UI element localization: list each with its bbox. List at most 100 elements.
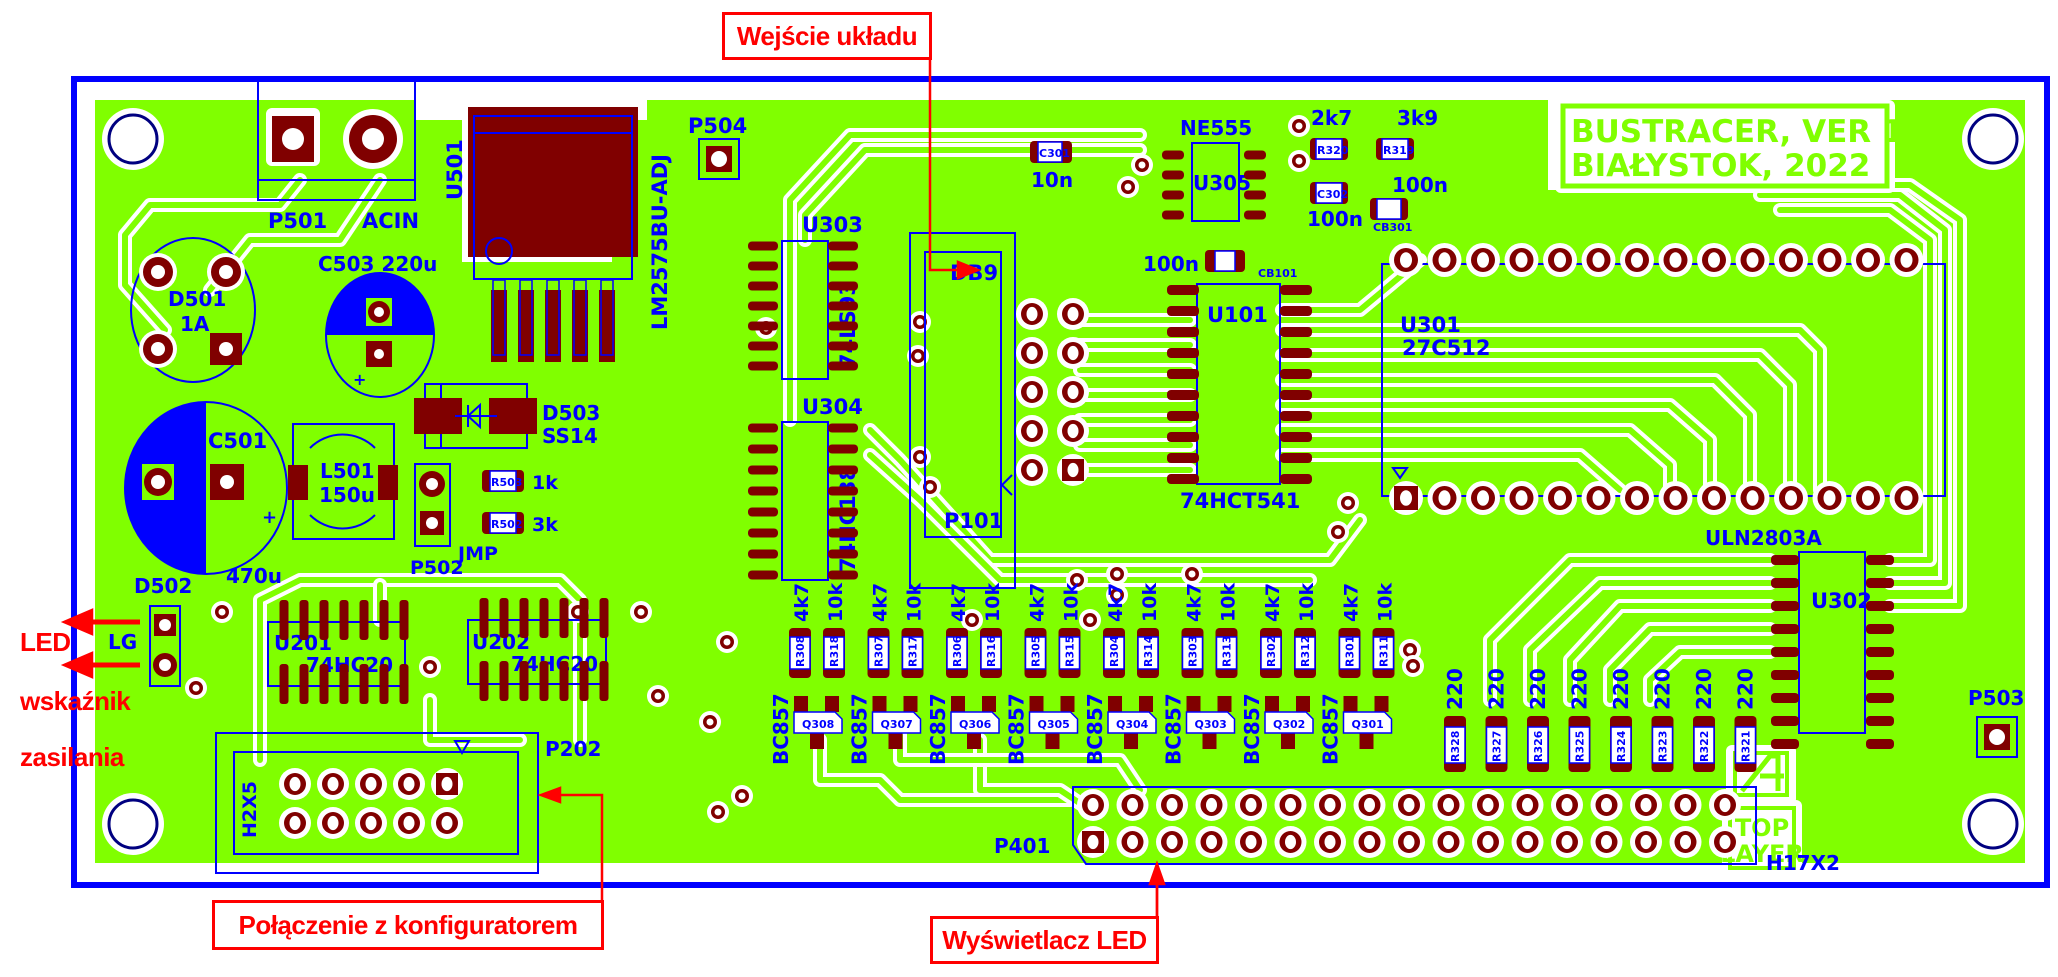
ic-pin	[1866, 624, 1894, 634]
ic-pin	[499, 661, 509, 701]
ic-pin	[1167, 390, 1199, 400]
resistor-value: 220	[1526, 668, 1550, 710]
ic-pin	[1771, 647, 1799, 657]
r503-value: 1k	[532, 472, 558, 494]
resistor-ref: R313	[1221, 636, 1234, 667]
p501-ref: P501	[268, 209, 327, 233]
ic-pin	[1771, 716, 1799, 726]
ic-pin	[1771, 670, 1799, 680]
resistor-value: 4k7	[1027, 583, 1049, 622]
ic-pin	[519, 598, 529, 638]
ic-pin	[379, 664, 389, 704]
ic-pin	[599, 598, 609, 638]
ic-pin	[1866, 693, 1894, 703]
transistor-value: BC857	[848, 693, 872, 765]
annotation-config-text: Połączenie z konfiguratorem	[238, 909, 578, 940]
resistor-ref: R317	[907, 636, 920, 667]
ic-pin	[279, 664, 289, 704]
ic-pin	[1244, 190, 1266, 200]
ic-u202: U202 74HC20	[467, 598, 609, 701]
r320-ref: R320	[1317, 144, 1349, 157]
resistor-value: 4k7	[1184, 583, 1206, 622]
transistor-ref: Q303	[1195, 718, 1227, 731]
r319-value: 3k9	[1397, 106, 1438, 130]
cb301-value: 100n	[1392, 173, 1448, 197]
capacitor-cb301: 100n CB301	[1370, 173, 1448, 234]
c302-ref: C302	[1317, 188, 1348, 201]
annotation-led-line1: LED	[20, 627, 71, 657]
r319-ref: R319	[1383, 144, 1414, 157]
resistor-value: 220	[1443, 668, 1467, 710]
ic-pin	[828, 549, 858, 559]
p503-ref: P503	[1968, 686, 2024, 710]
ic-pin	[1280, 453, 1312, 463]
resistor-ref: R306	[951, 635, 964, 667]
ic-pin	[479, 598, 489, 638]
ic-pin	[339, 600, 349, 640]
ic-pin	[1866, 578, 1894, 588]
resistor-value: 4k7	[870, 583, 892, 622]
transistor-value: BC857	[926, 693, 950, 765]
ic-pin	[279, 600, 289, 640]
u101-value: 74HCT541	[1180, 489, 1300, 513]
transistor-ref: Q308	[802, 718, 834, 731]
jumper-p502: JMP P502	[410, 463, 498, 579]
ic-pin	[748, 444, 778, 454]
ic-pin	[748, 570, 778, 580]
ic-pin	[399, 600, 409, 640]
resistor-ref: R321	[1740, 731, 1753, 762]
transistor-ref: Q301	[1352, 718, 1384, 731]
ic-pin	[299, 664, 309, 704]
resistor-value: 4k7	[1105, 583, 1127, 622]
connector-p101-db9: DB9 P101	[909, 232, 1089, 589]
transistor-pin	[1343, 696, 1358, 712]
ic-pin	[1280, 369, 1312, 379]
transistor-pin	[1217, 696, 1232, 712]
resistor-value: 4k7	[1341, 583, 1363, 622]
inductor-l501: L501 150u	[288, 423, 398, 540]
title-block: BUSTRACER, VER 1.10 BIAŁYSTOK, 2022	[1555, 100, 1958, 193]
ic-pin	[828, 528, 858, 538]
ic-pin	[1280, 432, 1312, 442]
u305-value: NE555	[1180, 116, 1252, 140]
annotation-input-text: Wejście układu	[736, 20, 918, 51]
transistor-value: BC857	[1240, 693, 1264, 765]
transistor-pin	[1186, 696, 1201, 712]
u501-ref: U501	[443, 139, 467, 200]
transistor-stages: R3084k7R31810kQ308BC857R3074k7R31710kQ30…	[769, 583, 1397, 765]
transistor-ref: Q305	[1038, 718, 1070, 731]
arrow-head-icon	[537, 786, 562, 804]
ic-pin	[559, 661, 569, 701]
diode-symbol-icon	[455, 402, 497, 430]
ic-pin	[379, 600, 389, 640]
resistor-ref: R302	[1265, 636, 1278, 667]
base-resistor: R306 4k7	[946, 583, 970, 678]
ic-pin	[399, 664, 409, 704]
ic-pin	[1167, 369, 1199, 379]
ic-pin	[748, 341, 778, 351]
cb301-ref: CB301	[1373, 221, 1412, 234]
resistor-value: 4k7	[948, 583, 970, 622]
resistor-ref: R323	[1657, 731, 1670, 762]
resistor-ref: R301	[1344, 636, 1357, 667]
ic-pin	[1280, 474, 1312, 484]
resistor-value: 10k	[1218, 583, 1240, 622]
resistor-ref: R318	[828, 636, 841, 667]
resistor-value: 10k	[1061, 583, 1083, 622]
ic-pin	[1167, 453, 1199, 463]
resistor-ref: R328	[1449, 731, 1462, 762]
